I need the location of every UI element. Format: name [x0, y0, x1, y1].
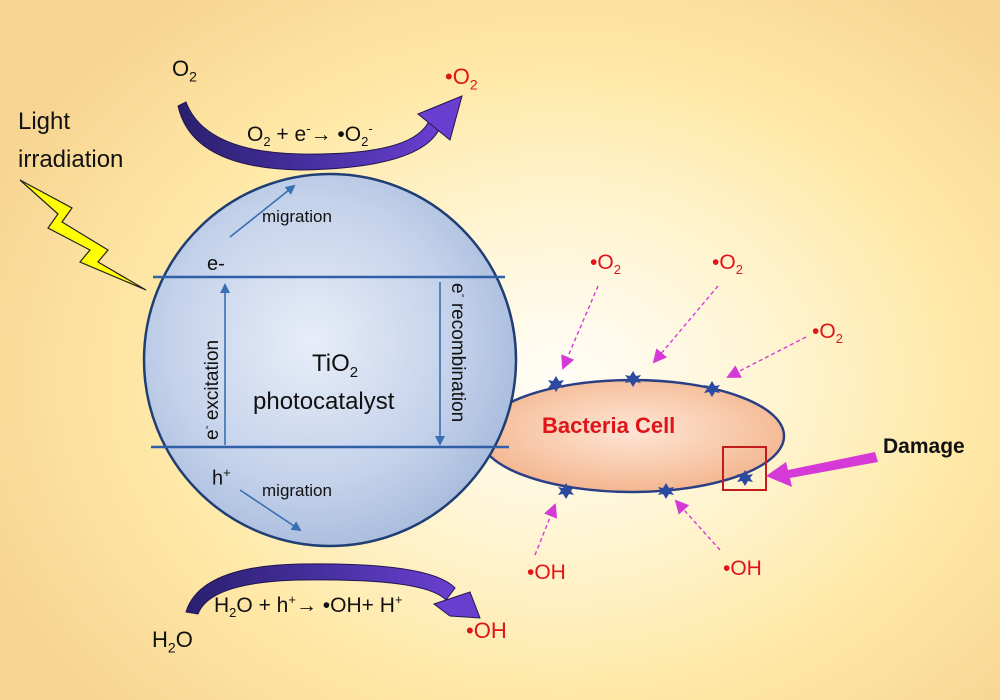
superoxide-product: •O2	[445, 64, 478, 93]
lightning-bolt-icon	[19, 179, 147, 291]
migration-arrow-bottom	[239, 489, 302, 532]
damage-site	[558, 483, 574, 499]
damage-site	[704, 381, 720, 397]
damage-site	[625, 371, 641, 387]
radical-attack-arrow	[726, 336, 807, 378]
damage-arrow	[766, 452, 878, 487]
light-label-line2: irradiation	[18, 146, 124, 173]
migration-arrow-top	[229, 184, 296, 238]
hole-label: h+	[212, 465, 231, 490]
light-label-line1: Light	[18, 108, 71, 135]
migration-label-top: migration	[262, 207, 332, 226]
damage-highlight-box	[722, 446, 767, 491]
top-reaction-arrow	[177, 95, 463, 171]
tio2-sphere	[142, 172, 518, 548]
excitation-label: e- excitation	[199, 340, 223, 440]
hydroxyl-radical: •OH	[527, 561, 566, 584]
catalyst-label-line2: photocatalyst	[253, 388, 395, 415]
water-oxidation-equation: H2O + h+→ •OH+ H+	[214, 592, 403, 621]
superoxide-radical: •O2	[712, 251, 743, 278]
radical-attack-arrow	[534, 503, 558, 556]
migration-label-bottom: migration	[262, 481, 332, 500]
radical-attack-arrow	[561, 285, 599, 370]
water-reactant: H2O	[152, 627, 193, 656]
oxygen-reduction-equation: O2 + e-→ •O2-	[247, 121, 373, 150]
damage-site	[658, 483, 674, 499]
o2-reactant: O2	[172, 56, 197, 85]
damage-label: Damage	[883, 435, 965, 458]
bacteria-cell-label: Bacteria Cell	[542, 413, 676, 438]
bottom-reaction-arrow	[185, 563, 481, 619]
damage-site	[548, 376, 564, 392]
superoxide-radical: •O2	[812, 320, 843, 347]
hydroxyl-radical: •OH	[723, 557, 762, 580]
catalyst-label: TiO2	[312, 350, 359, 381]
radical-attack-arrow	[674, 499, 721, 551]
recombination-label: e- recombination	[447, 283, 471, 422]
radical-attack-arrow	[652, 285, 719, 364]
damage-sites	[548, 371, 753, 499]
superoxide-radical: •O2	[590, 251, 621, 278]
electron-label: e-	[207, 253, 225, 275]
hydroxyl-product: •OH	[466, 618, 507, 643]
damage-site	[737, 470, 753, 486]
